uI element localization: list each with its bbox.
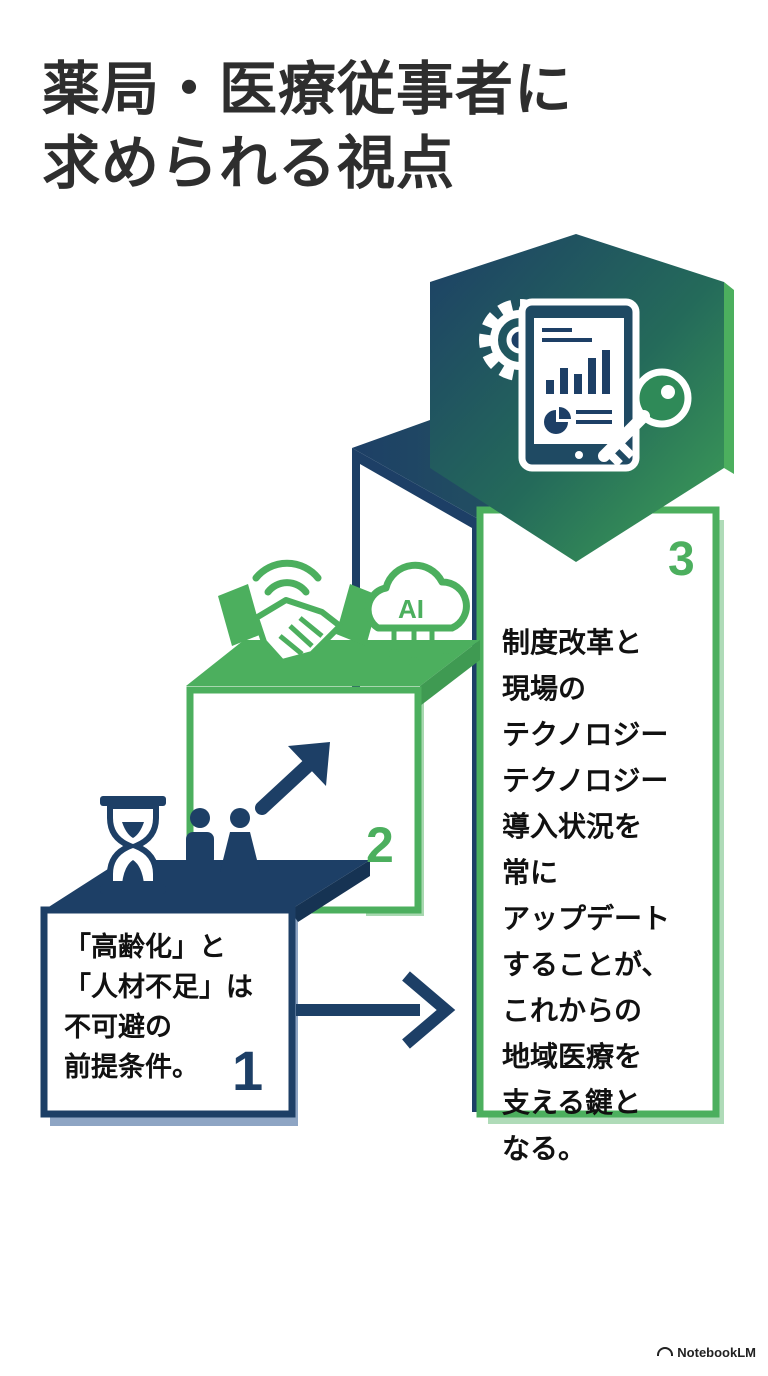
title-line-1: 薬局・医療従事者に	[42, 55, 574, 123]
trend-up-arrow-icon	[255, 742, 330, 815]
page-title: 薬局・医療従事者に 求められる視点	[42, 52, 573, 200]
right-arrow-icon	[296, 971, 456, 1049]
step-3-line: テクノロジー	[502, 764, 669, 797]
step-1-line: 「人材不足」は	[64, 972, 253, 1003]
step-3-line: なる。	[502, 1132, 587, 1165]
step-3-line: アップデート	[502, 902, 671, 935]
step-3-line: 導入状況を	[502, 810, 643, 843]
step-3-line: 現場の	[502, 672, 587, 705]
tablet-chart-icon	[518, 298, 640, 472]
notebooklm-branding: NotebookLM	[657, 1345, 756, 1360]
step-3-text: 制度改革と 現場の テクノロジー テクノロジー 導入状況を 常に アップデート …	[502, 620, 670, 1172]
step-1-line: 前提条件。	[64, 1052, 199, 1083]
step-3-line: 支える鍵と	[502, 1086, 642, 1119]
svg-text:AI: AI	[398, 594, 424, 624]
step-3-line: することが、	[502, 948, 670, 981]
step-3-number: 3	[668, 533, 695, 586]
step-2-number: 2	[366, 817, 394, 873]
step-1-text: 「高齢化」と 「人材不足」は 不可避の 前提条件。	[64, 928, 253, 1088]
step-1-line: 「高齢化」と	[64, 932, 226, 963]
ai-cloud-icon: AI	[364, 561, 470, 667]
step-1-number: 1	[232, 1039, 264, 1102]
step-3-line: これからの	[502, 994, 643, 1027]
step-1-line: 不可避の	[64, 1012, 172, 1043]
step-3-line: テクノロジー	[502, 718, 669, 751]
title-line-2: 求められる視点	[42, 129, 456, 197]
handshake-icon	[218, 584, 380, 665]
step-3-line: 地域医療を	[502, 1040, 643, 1073]
step-3-line: 常に	[502, 856, 559, 889]
people-icon	[186, 808, 260, 894]
notebooklm-logo-icon	[657, 1347, 674, 1356]
brand-label: NotebookLM	[677, 1345, 756, 1360]
key-icon	[598, 368, 692, 467]
step-3-line: 制度改革と	[502, 626, 643, 659]
hourglass-icon	[100, 796, 166, 894]
